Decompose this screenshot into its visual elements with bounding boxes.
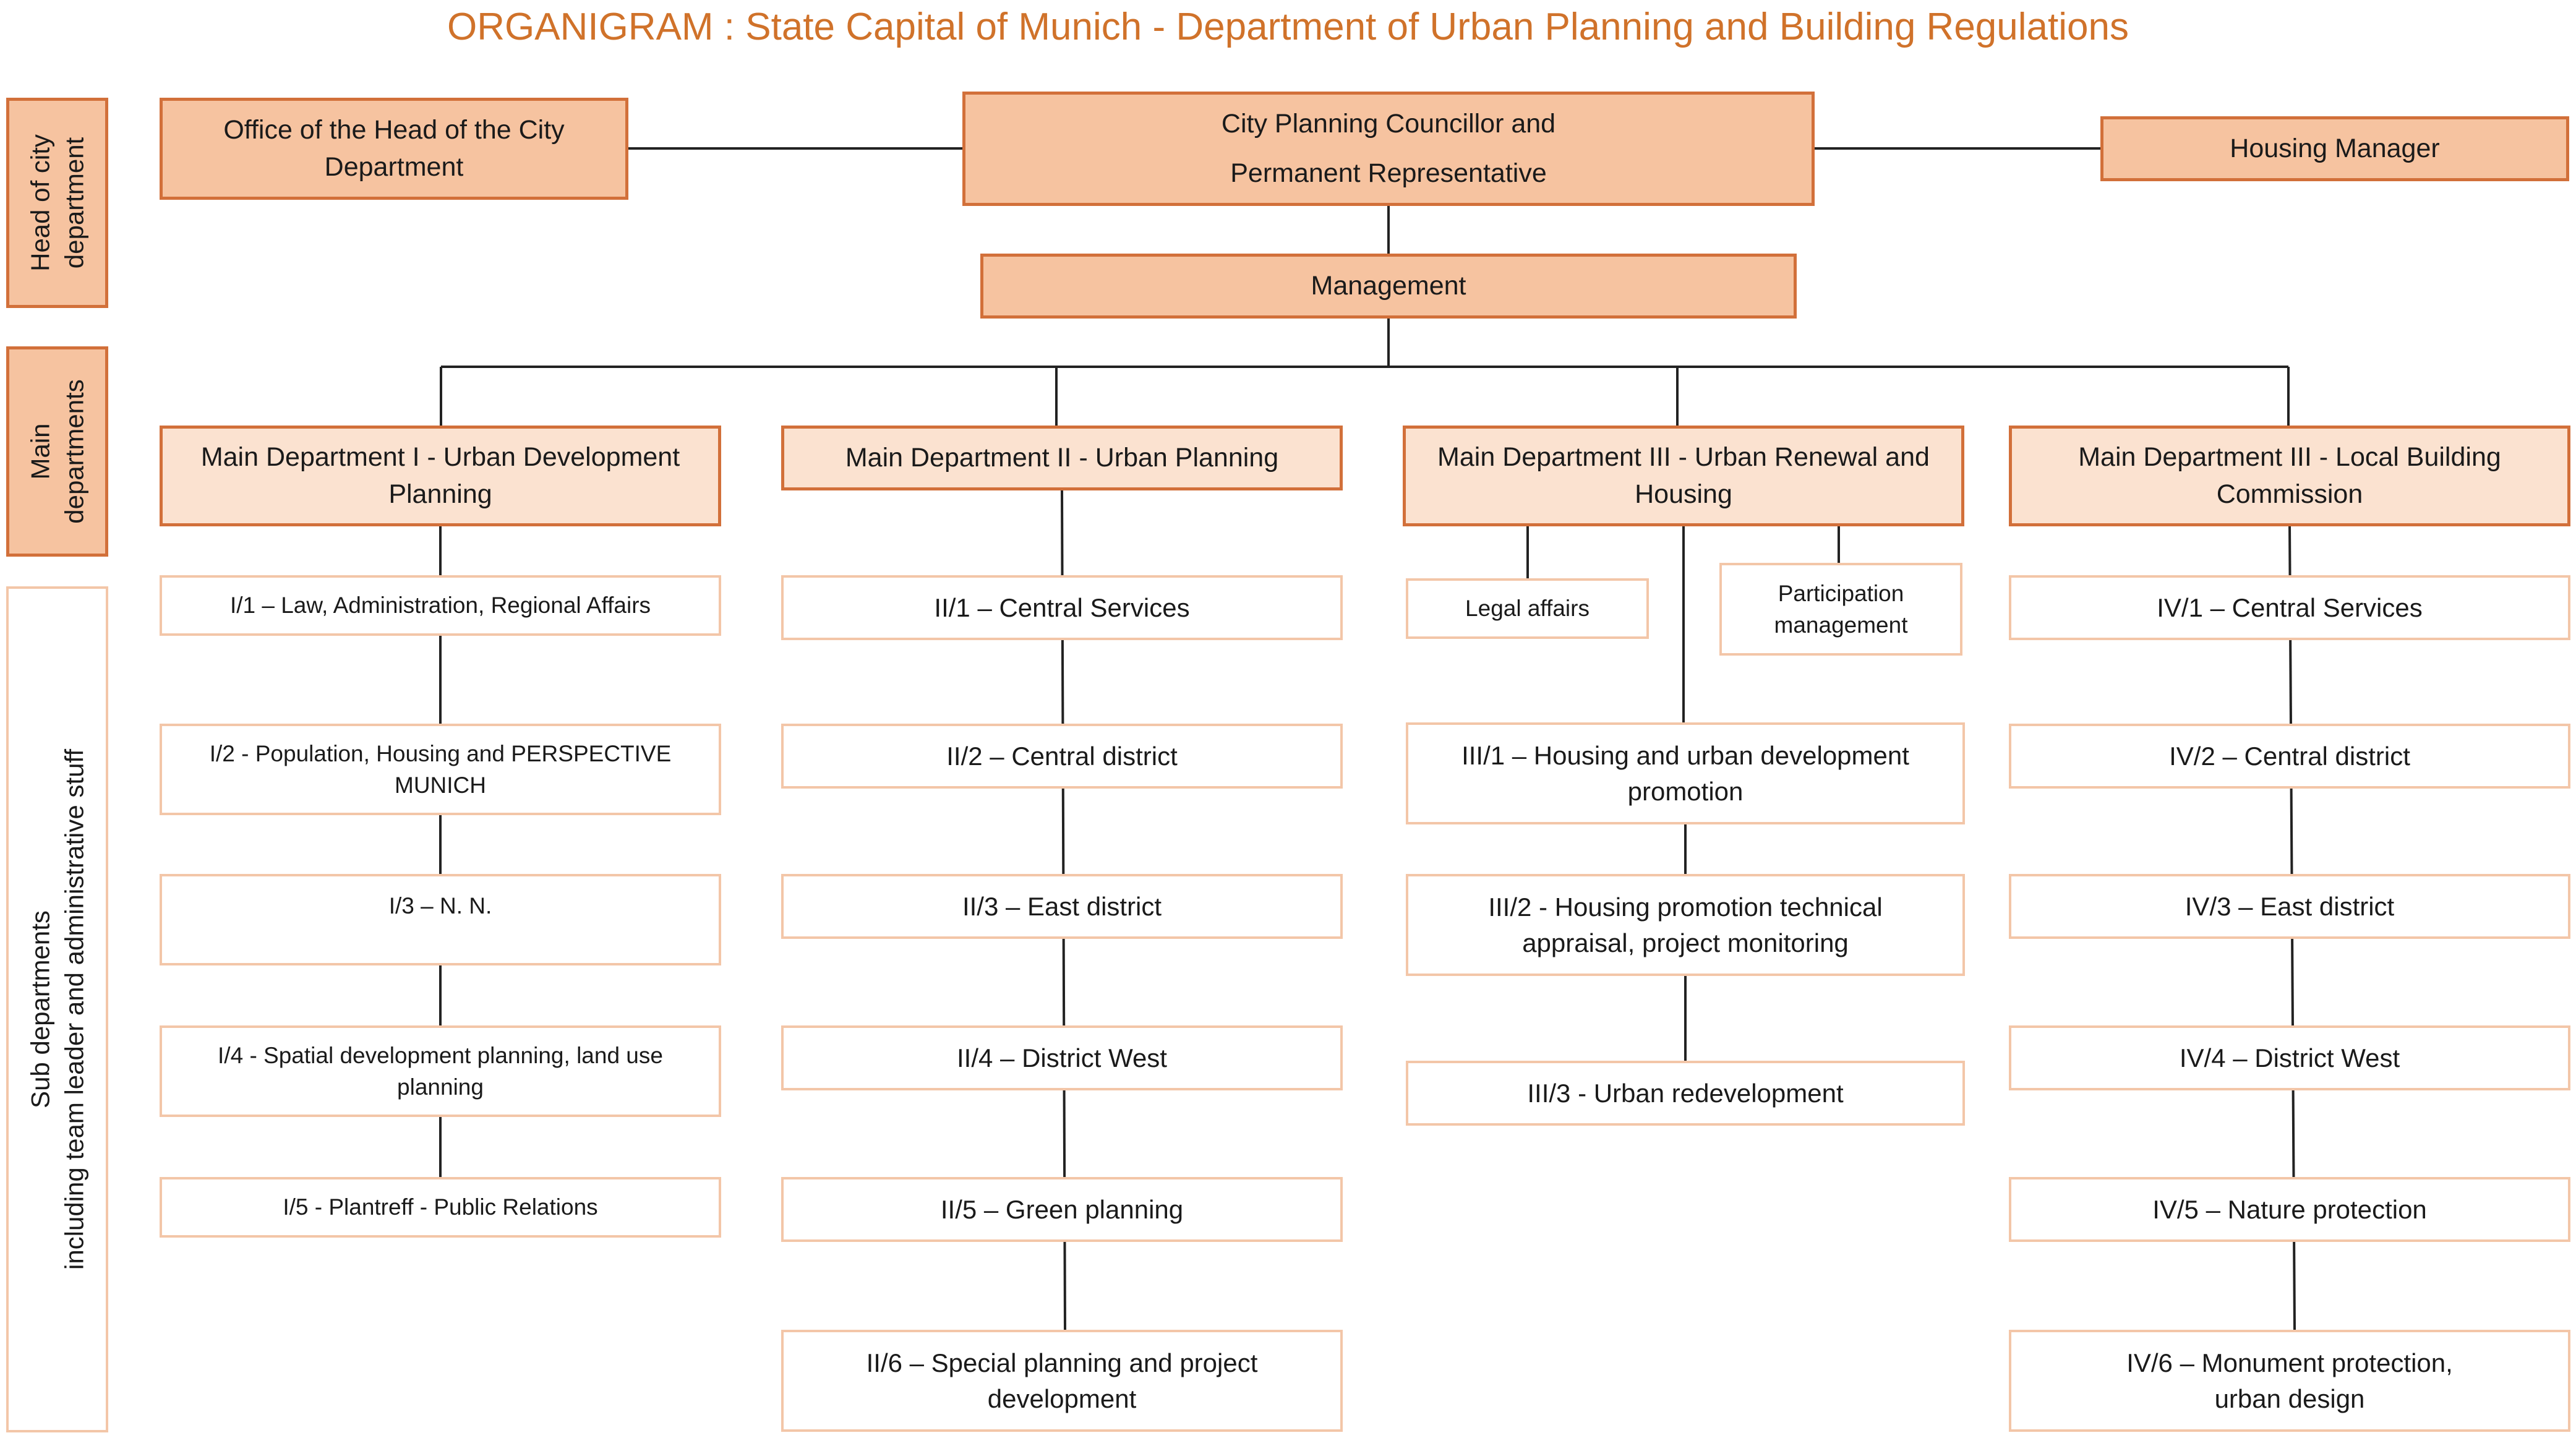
sub-dept-1-5-label: I/5 - Plantreff - Public Relations bbox=[283, 1194, 598, 1220]
sub-dept-2-4[interactable]: II/4 – District West bbox=[781, 1025, 1343, 1090]
sub-dept-2-3[interactable]: II/3 – East district bbox=[781, 874, 1343, 939]
sub-dept-1-1[interactable]: I/1 – Law, Administration, Regional Affa… bbox=[160, 575, 721, 636]
row-label-main-line2: departments bbox=[59, 379, 88, 524]
sub-dept-4-4[interactable]: IV/4 – District West bbox=[2009, 1025, 2570, 1090]
main-dept-1-line1: Main Department I - Urban Development bbox=[200, 442, 680, 473]
sub-dept-3-2-line2: appraisal, project monitoring bbox=[1522, 928, 1849, 957]
councillor-line2: Permanent Representative bbox=[1230, 158, 1547, 188]
sub-dept-2-6[interactable]: II/6 – Special planning and project deve… bbox=[781, 1330, 1343, 1432]
sub-dept-2-4-label: II/4 – District West bbox=[957, 1043, 1167, 1072]
main-dept-4-line2: Commission bbox=[2216, 479, 2363, 509]
legal-affairs-label: Legal affairs bbox=[1465, 596, 1590, 622]
sub-dept-1-2[interactable]: I/2 - Population, Housing and PERSPECTIV… bbox=[160, 724, 721, 815]
sub-dept-3-1[interactable]: III/1 – Housing and urban development pr… bbox=[1406, 722, 1965, 824]
sub-dept-2-5-label: II/5 – Green planning bbox=[940, 1194, 1184, 1224]
sub-dept-3-2-line1: III/2 - Housing promotion technical bbox=[1488, 892, 1883, 922]
sub-dept-3-2[interactable]: III/2 - Housing promotion technical appr… bbox=[1406, 874, 1965, 976]
sub-dept-4-2-label: IV/2 – Central district bbox=[2169, 741, 2410, 771]
row-label-head-line2: department bbox=[59, 137, 88, 269]
sub-dept-3-3[interactable]: III/3 - Urban redevelopment bbox=[1406, 1061, 1965, 1126]
main-dept-3-line2: Housing bbox=[1635, 479, 1732, 509]
office-head-line1: Office of the Head of the City bbox=[223, 115, 565, 145]
management-label: Management bbox=[1311, 270, 1466, 301]
sub-dept-1-2-line1: I/2 - Population, Housing and PERSPECTIV… bbox=[209, 740, 672, 766]
sub-dept-2-2[interactable]: II/2 – Central district bbox=[781, 724, 1343, 789]
sub-dept-4-3[interactable]: IV/3 – East district bbox=[2009, 874, 2570, 939]
housing-manager-box[interactable]: Housing Manager bbox=[2100, 116, 2569, 181]
sub-dept-2-1-label: II/1 – Central Services bbox=[934, 593, 1190, 622]
sub-dept-4-6[interactable]: IV/6 – Monument protection, urban design bbox=[2009, 1330, 2570, 1432]
sub-dept-4-6-line1: IV/6 – Monument protection, bbox=[2126, 1348, 2453, 1377]
sub-dept-1-4-line1: I/4 - Spatial development planning, land… bbox=[218, 1042, 663, 1068]
sub-dept-1-4[interactable]: I/4 - Spatial development planning, land… bbox=[160, 1025, 721, 1117]
row-label-sub: Sub departments including team leader an… bbox=[6, 586, 108, 1432]
row-label-main: Main departments bbox=[6, 346, 108, 557]
sub-dept-1-3-label: I/3 – N. N. bbox=[388, 893, 492, 918]
sub-dept-2-3-label: II/3 – East district bbox=[962, 891, 1162, 921]
row-label-head-line1: Head of city bbox=[25, 134, 54, 272]
sub-dept-4-1[interactable]: IV/1 – Central Services bbox=[2009, 575, 2570, 640]
row-label-head: Head of city department bbox=[6, 98, 108, 308]
participation-line1: Participation bbox=[1778, 580, 1904, 606]
main-dept-1-line2: Planning bbox=[388, 479, 492, 509]
sub-dept-2-2-label: II/2 – Central district bbox=[946, 741, 1178, 771]
sub-dept-3-1-line2: promotion bbox=[1627, 776, 1744, 806]
page-title: ORGANIGRAM : State Capital of Munich - D… bbox=[447, 6, 2129, 48]
row-label-sub-line1: Sub departments bbox=[25, 910, 54, 1108]
sub-dept-4-4-label: IV/4 – District West bbox=[2179, 1043, 2400, 1072]
sub-dept-2-6-line1: II/6 – Special planning and project bbox=[866, 1348, 1258, 1377]
sub-dept-4-5[interactable]: IV/5 – Nature protection bbox=[2009, 1177, 2570, 1242]
participation-management-box[interactable]: Participation management bbox=[1719, 563, 1962, 656]
sub-dept-2-5[interactable]: II/5 – Green planning bbox=[781, 1177, 1343, 1242]
main-dept-1[interactable]: Main Department I - Urban Development Pl… bbox=[160, 426, 721, 526]
participation-line2: management bbox=[1774, 612, 1908, 638]
main-dept-2[interactable]: Main Department II - Urban Planning bbox=[781, 426, 1343, 490]
sub-dept-4-1-label: IV/1 – Central Services bbox=[2157, 593, 2423, 622]
sub-dept-4-6-line2: urban design bbox=[2214, 1384, 2365, 1413]
sub-dept-3-1-line1: III/1 – Housing and urban development bbox=[1461, 740, 1909, 770]
sub-dept-2-1[interactable]: II/1 – Central Services bbox=[781, 575, 1343, 640]
main-dept-4-line1: Main Department III - Local Building bbox=[2078, 442, 2501, 473]
main-dept-2-line1: Main Department II - Urban Planning bbox=[845, 442, 1279, 473]
housing-manager-label: Housing Manager bbox=[2230, 133, 2440, 163]
sub-dept-3-3-label: III/3 - Urban redevelopment bbox=[1527, 1078, 1844, 1108]
sub-dept-4-5-label: IV/5 – Nature protection bbox=[2152, 1194, 2427, 1224]
councillor-line1: City Planning Councillor and bbox=[1221, 108, 1556, 139]
sub-dept-1-2-line2: MUNICH bbox=[395, 772, 486, 798]
main-dept-4[interactable]: Main Department III - Local Building Com… bbox=[2009, 426, 2570, 526]
sub-dept-4-3-label: IV/3 – East district bbox=[2184, 891, 2395, 921]
sub-dept-1-1-label: I/1 – Law, Administration, Regional Affa… bbox=[229, 593, 651, 618]
row-label-main-line1: Main bbox=[25, 423, 54, 480]
main-dept-3-line1: Main Department III - Urban Renewal and bbox=[1437, 442, 1930, 473]
office-head-line2: Department bbox=[324, 152, 464, 182]
sub-dept-1-3[interactable]: I/3 – N. N. bbox=[160, 874, 721, 965]
legal-affairs-box[interactable]: Legal affairs bbox=[1406, 578, 1649, 639]
sub-dept-4-2[interactable]: IV/2 – Central district bbox=[2009, 724, 2570, 789]
management-box[interactable]: Management bbox=[980, 254, 1797, 319]
sub-dept-2-6-line2: development bbox=[987, 1384, 1137, 1413]
row-label-sub-line2: including team leader and administrative… bbox=[59, 748, 88, 1270]
sub-dept-1-5[interactable]: I/5 - Plantreff - Public Relations bbox=[160, 1177, 721, 1238]
office-head-box[interactable]: Office of the Head of the City Departmen… bbox=[160, 98, 628, 200]
sub-dept-1-4-line2: planning bbox=[397, 1074, 484, 1100]
main-dept-3[interactable]: Main Department III - Urban Renewal and … bbox=[1403, 426, 1964, 526]
city-planning-councillor-box[interactable]: City Planning Councillor and Permanent R… bbox=[962, 92, 1815, 206]
